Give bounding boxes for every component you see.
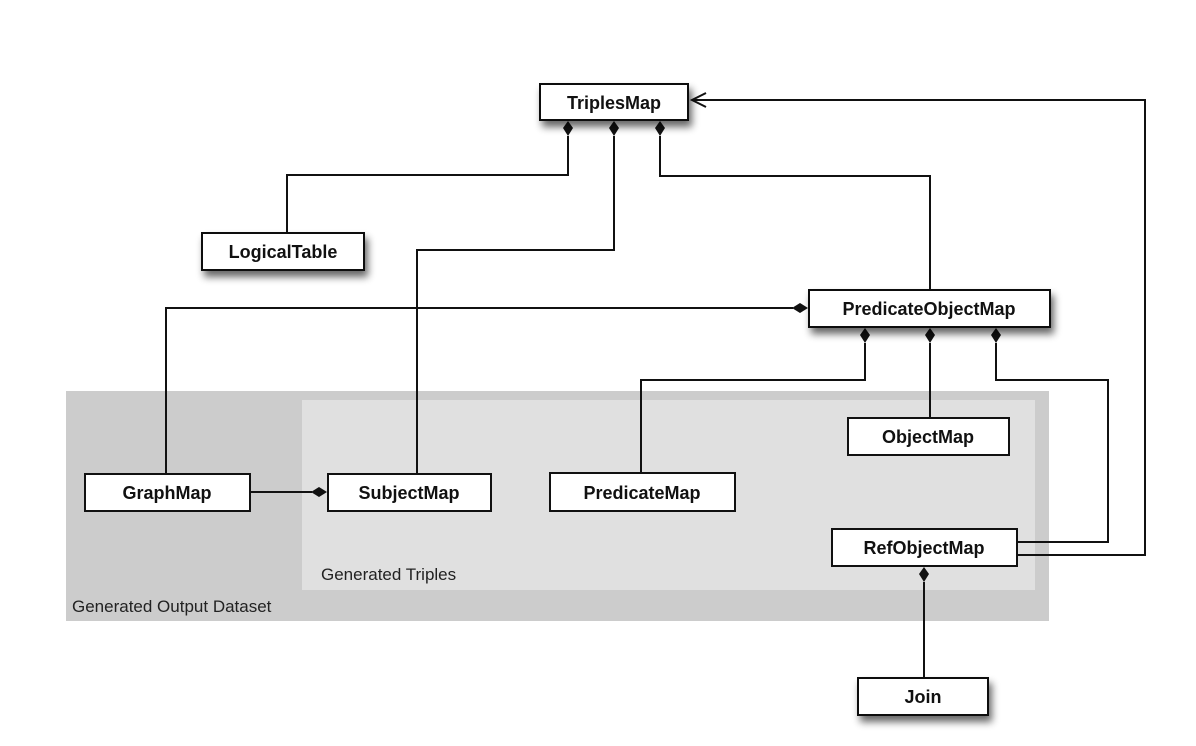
logical-table-label: LogicalTable: [229, 242, 338, 262]
edge-predicateobjectmap-refobjectmap: [995, 343, 1109, 543]
edges: [165, 92, 1146, 678]
join-label: Join: [904, 687, 941, 707]
diamond-icon: [655, 121, 665, 136]
diamond-icon: [991, 328, 1001, 343]
edge-refobjectmap-triplesmap: [692, 99, 1146, 556]
object-map-box[interactable]: [847, 417, 1010, 456]
triples-map-box[interactable]: [539, 83, 689, 121]
node-predicate-object-map[interactable]: PredicateObjectMap: [808, 289, 1051, 328]
node-logical-table[interactable]: LogicalTable: [201, 232, 365, 271]
outer-region-label: Generated Output Dataset: [72, 597, 272, 616]
graph-map-label: GraphMap: [122, 483, 211, 503]
open-arrowhead-icon: [689, 92, 707, 108]
composition-diamonds: [311, 121, 1001, 582]
diamond-icon: [311, 487, 327, 497]
triples-map-label: TriplesMap: [567, 93, 661, 113]
predicate-object-map-box[interactable]: [808, 289, 1051, 328]
edge-triplesmap-predicateobjectmap: [659, 136, 931, 290]
node-subject-map[interactable]: SubjectMap: [327, 473, 492, 512]
ref-object-map-box[interactable]: [831, 528, 1018, 567]
edge-triplesmap-logicaltable: [286, 136, 569, 233]
diamond-icon: [919, 567, 929, 582]
join-box[interactable]: [857, 677, 989, 716]
object-map-label: ObjectMap: [882, 427, 974, 447]
inner-region-label: Generated Triples: [321, 565, 456, 584]
edge-predicateobjectmap-predicatemap: [640, 343, 866, 473]
node-ref-object-map[interactable]: RefObjectMap: [831, 528, 1018, 567]
diamond-icon: [792, 303, 808, 313]
node-object-map[interactable]: ObjectMap: [847, 417, 1010, 456]
ref-object-map-label: RefObjectMap: [863, 538, 984, 558]
predicate-map-box[interactable]: [549, 472, 736, 512]
edge-predicateobjectmap-graphmap: [165, 307, 793, 474]
node-predicate-map[interactable]: PredicateMap: [549, 472, 736, 512]
predicate-object-map-label: PredicateObjectMap: [842, 299, 1015, 319]
diamond-icon: [860, 328, 870, 343]
node-graph-map[interactable]: GraphMap: [84, 473, 251, 512]
logical-table-box[interactable]: [201, 232, 365, 271]
diamond-icon: [563, 121, 573, 136]
edge-triplesmap-subjectmap: [416, 136, 615, 474]
predicate-map-label: PredicateMap: [583, 483, 700, 503]
node-triples-map[interactable]: TriplesMap: [539, 83, 689, 121]
diamond-icon: [609, 121, 619, 136]
node-join[interactable]: Join: [857, 677, 989, 716]
diamond-icon: [925, 328, 935, 343]
subject-map-label: SubjectMap: [358, 483, 459, 503]
subject-map-box[interactable]: [327, 473, 492, 512]
graph-map-box[interactable]: [84, 473, 251, 512]
